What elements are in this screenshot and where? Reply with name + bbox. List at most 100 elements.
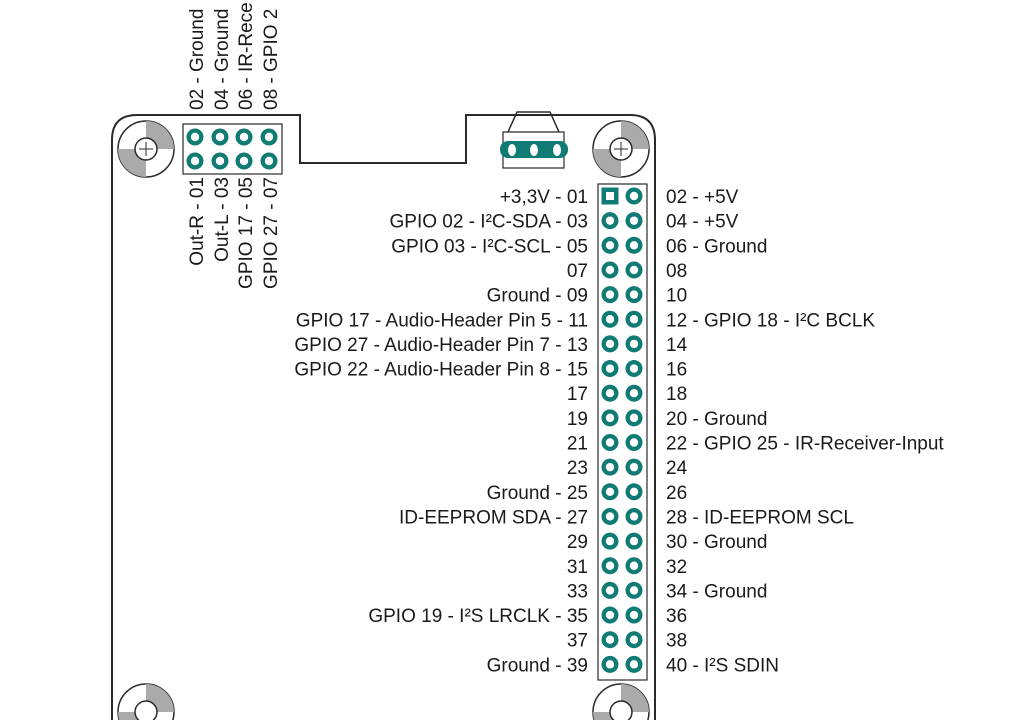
- gpio-right-label: 04 - +5V: [666, 212, 739, 233]
- gpio-pin-odd: [601, 532, 619, 550]
- gpio-pin-odd: [601, 236, 619, 254]
- audio-pin: [235, 152, 253, 170]
- gpio-pin-even: [625, 212, 643, 230]
- gpio-right-label: 10: [666, 286, 687, 307]
- audio-bottom-label: GPIO 27 - 07: [261, 177, 282, 289]
- gpio-pin-even: [625, 360, 643, 378]
- gpio-right-label: 06 - Ground: [666, 236, 767, 257]
- gpio-right-label: 26: [666, 483, 687, 504]
- gpio-left-label: Ground - 09: [487, 286, 588, 307]
- gpio-pin-odd: [601, 458, 619, 476]
- gpio-pin-even: [625, 310, 643, 328]
- gpio-right-label: 20 - Ground: [666, 409, 767, 430]
- gpio-pin-even: [625, 655, 643, 673]
- audio-top-label: 04 - Ground: [212, 9, 233, 110]
- gpio-left-label: 21: [567, 434, 588, 455]
- gpio-pin-odd: [601, 557, 619, 575]
- gpio-pin-odd: [601, 360, 619, 378]
- gpio-pin-odd: [601, 581, 619, 599]
- mounting-hole-bottom-right: [592, 683, 650, 720]
- gpio-pin-even: [625, 187, 643, 205]
- gpio-pin-even: [625, 581, 643, 599]
- mounting-hole-top-left: [117, 120, 175, 178]
- gpio-left-label: GPIO 22 - Audio-Header Pin 8 - 15: [294, 360, 588, 381]
- gpio-pin-odd: [601, 606, 619, 624]
- mounting-hole-top-right: [592, 120, 650, 178]
- gpio-left-label: 29: [567, 532, 588, 553]
- audio-bottom-label: GPIO 17 - 05: [236, 177, 257, 289]
- gpio-left-label: 33: [567, 581, 588, 602]
- gpio-pin-even: [625, 557, 643, 575]
- gpio-right-label: 38: [666, 631, 687, 652]
- gpio-pin-even: [625, 409, 643, 427]
- gpio-pin-even: [625, 631, 643, 649]
- gpio-pin-1-square: [601, 187, 619, 205]
- gpio-pin-odd: [601, 409, 619, 427]
- gpio-pin-even: [625, 434, 643, 451]
- audio-pin: [260, 128, 278, 146]
- gpio-right-label: 36: [666, 606, 687, 627]
- gpio-pin-odd: [601, 286, 619, 304]
- gpio-left-label: 23: [567, 458, 588, 479]
- gpio-pin-odd: [601, 655, 619, 673]
- audio-top-label: 06 - IR-Rece: [236, 2, 257, 110]
- audio-pin: [186, 152, 204, 170]
- gpio-pin-odd: [601, 631, 619, 649]
- audio-pin: [235, 128, 253, 146]
- gpio-left-label: GPIO 19 - I²S LRCLK - 35: [368, 606, 588, 627]
- gpio-pin-odd: [601, 212, 619, 230]
- gpio-pin-even: [625, 458, 643, 476]
- gpio-left-label: GPIO 03 - I²C-SCL - 05: [391, 236, 588, 257]
- audio-top-label: 02 - Ground: [187, 9, 208, 110]
- gpio-pin-odd: [601, 310, 619, 328]
- gpio-left-label: ID-EEPROM SDA - 27: [399, 507, 588, 528]
- gpio-pin-even: [625, 507, 643, 525]
- audio-pin: [186, 128, 204, 146]
- audio-pin: [260, 152, 278, 170]
- audio-header-outline: [182, 123, 283, 175]
- gpio-right-label: 40 - I²S SDIN: [666, 655, 779, 676]
- gpio-left-label: Ground - 25: [487, 483, 588, 504]
- audio-pin: [211, 152, 229, 170]
- gpio-left-label: 17: [567, 384, 588, 405]
- gpio-pin-even: [625, 606, 643, 624]
- gpio-pin-odd: [601, 384, 619, 402]
- gpio-pin-even: [625, 483, 643, 501]
- gpio-right-label: 32: [666, 557, 687, 578]
- audio-bottom-label: Out-L - 03: [212, 177, 233, 262]
- gpio-right-label: 02 - +5V: [666, 187, 739, 208]
- gpio-right-label: 28 - ID-EEPROM SCL: [666, 507, 854, 528]
- gpio-left-label: GPIO 02 - I²C-SDA - 03: [390, 212, 589, 233]
- gpio-pin-even: [625, 286, 643, 304]
- gpio-left-label: 37: [567, 631, 588, 652]
- gpio-right-label: 24: [666, 458, 688, 479]
- gpio-pin-odd: [601, 335, 619, 353]
- gpio-left-label: GPIO 27 - Audio-Header Pin 7 - 13: [294, 335, 588, 356]
- gpio-right-label: 18: [666, 384, 687, 405]
- gpio-right-label: 30 - Ground: [666, 532, 767, 553]
- audio-header: [182, 123, 283, 175]
- gpio-pin-even: [625, 384, 643, 402]
- gpio-left-label: 19: [567, 409, 588, 430]
- gpio-left-label: +3,3V - 01: [500, 187, 588, 208]
- gpio-left-label: 31: [567, 557, 588, 578]
- gpio-right-label: 08: [666, 261, 687, 282]
- gpio-right-label: 12 - GPIO 18 - I²C BCLK: [666, 310, 875, 331]
- gpio-left-label: Ground - 39: [487, 655, 588, 676]
- gpio-pin-even: [625, 532, 643, 550]
- gpio-pin-even: [625, 335, 643, 353]
- gpio-left-label: GPIO 17 - Audio-Header Pin 5 - 11: [296, 310, 588, 331]
- audio-bottom-label: Out-R - 01: [187, 177, 208, 266]
- gpio-right-label: 14: [666, 335, 688, 356]
- gpio-pin-odd: [601, 434, 619, 451]
- ir-receiver: [500, 111, 568, 169]
- gpio-header-outline: [597, 183, 648, 681]
- audio-pin: [211, 128, 229, 146]
- gpio-left-label: 07: [567, 261, 588, 282]
- gpio-pin-odd: [601, 507, 619, 525]
- board-outline: [111, 114, 656, 720]
- gpio-pin-odd: [601, 483, 619, 501]
- gpio-pin-even: [625, 236, 643, 254]
- gpio-pin-odd: [601, 261, 619, 279]
